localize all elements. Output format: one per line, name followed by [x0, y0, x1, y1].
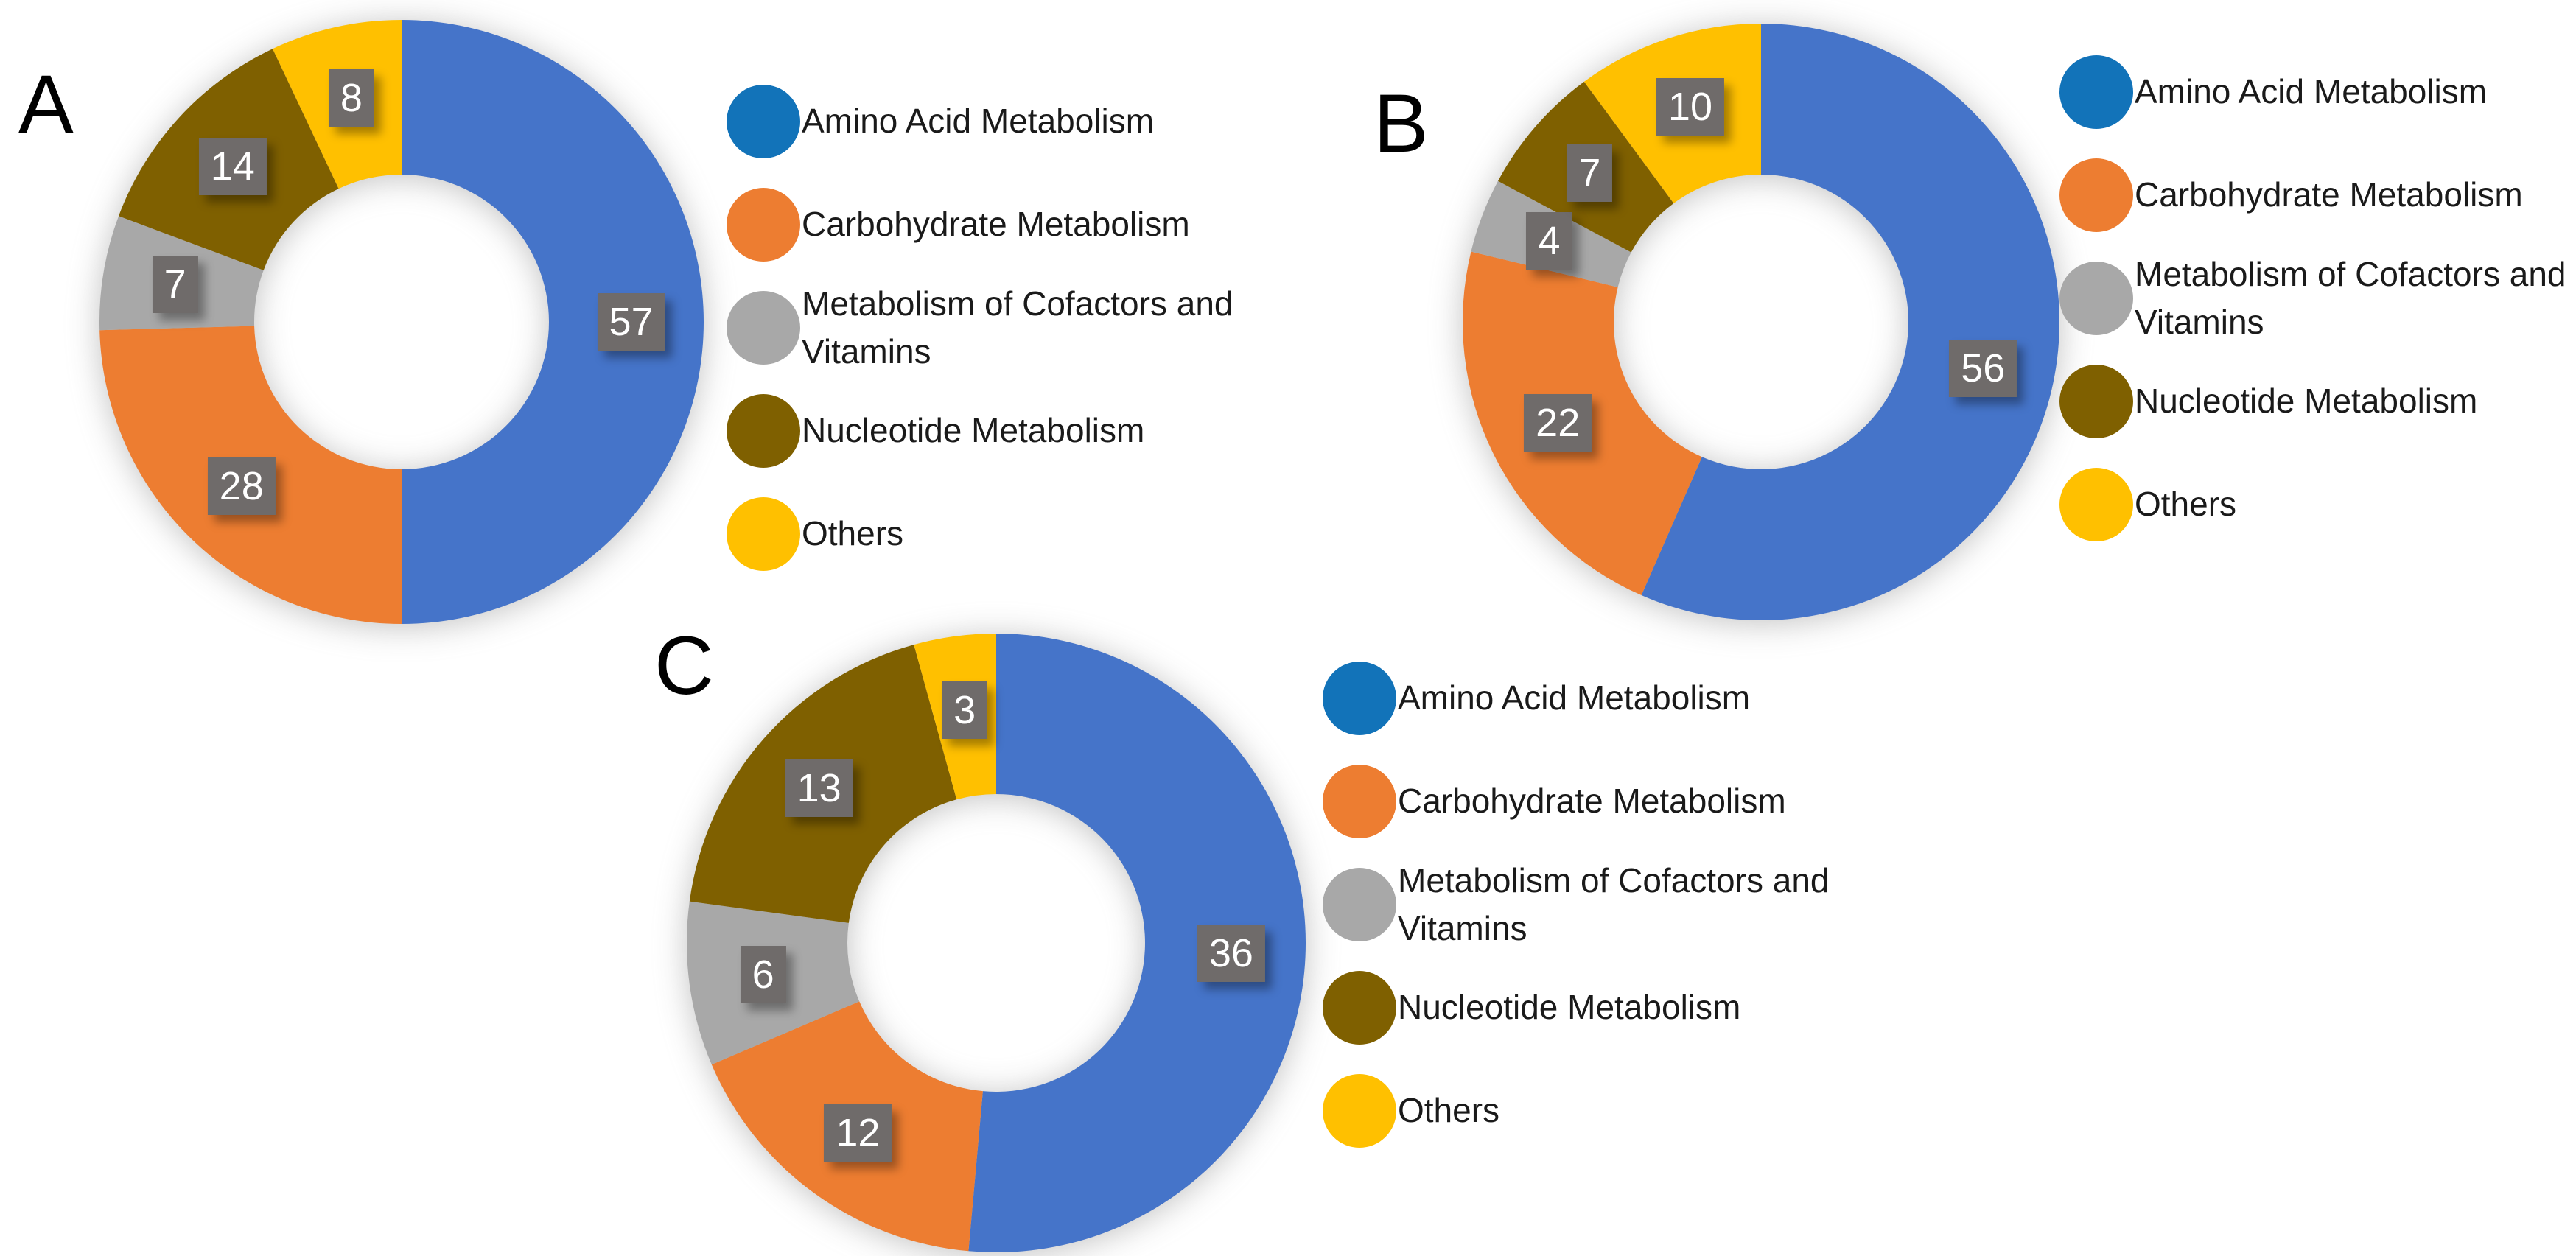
slice-value-label: 22 [1524, 393, 1592, 452]
legend-item: Others [1323, 1059, 1847, 1162]
legend-item-label: Metabolism of Cofactors and Vitamins [802, 284, 1233, 371]
legend-swatch-icon [1323, 1074, 1396, 1148]
legend-swatch-icon [2059, 365, 2133, 438]
legend-item: Nucleotide Metabolism [2059, 350, 2576, 453]
legend-swatch-icon [727, 85, 800, 158]
legend-item-label: Nucleotide Metabolism [802, 411, 1145, 450]
slice-value-label: 6 [740, 945, 786, 1003]
slice-value-label: 36 [1197, 925, 1265, 983]
panel-letter-a: A [18, 58, 74, 150]
legend-swatch-icon [1323, 971, 1396, 1045]
slice-value-label: 56 [1949, 340, 2017, 398]
legend-item-label: Metabolism of Cofactors and Vitamins [2135, 254, 2566, 341]
slice-a-0 [402, 20, 704, 624]
legend-swatch-icon [727, 291, 800, 365]
slice-c-0 [968, 634, 1306, 1252]
slice-value-label: 13 [785, 759, 853, 817]
slice-b-0 [1641, 24, 2060, 620]
slice-value-label: 12 [824, 1104, 892, 1162]
panel-letter-b: B [1373, 77, 1429, 169]
legend-item-label: Others [802, 514, 904, 553]
legend-item-label: Nucleotide Metabolism [2135, 382, 2478, 421]
legend-swatch-icon [1323, 868, 1396, 941]
legend-item: Nucleotide Metabolism [727, 379, 1251, 483]
slice-value-label: 57 [597, 293, 665, 351]
slice-value-label: 10 [1656, 77, 1724, 136]
legend-item-label: Metabolism of Cofactors and Vitamins [1398, 860, 1830, 947]
legend-swatch-icon [1323, 765, 1396, 838]
legend-item-label: Amino Acid Metabolism [802, 102, 1155, 141]
legend-item: Amino Acid Metabolism [2059, 41, 2576, 144]
legend-swatch-icon [2059, 468, 2133, 541]
legend-item: Metabolism of Cofactors and Vitamins [727, 276, 1251, 379]
slice-value-label: 3 [942, 681, 988, 739]
legend-swatch-icon [727, 497, 800, 571]
slice-value-label: 4 [1526, 212, 1572, 270]
legend-item-label: Carbohydrate Metabolism [1398, 782, 1786, 821]
legend-swatch-icon [2059, 158, 2133, 232]
slice-value-label: 7 [1567, 144, 1613, 203]
legend-item-label: Carbohydrate Metabolism [2135, 175, 2523, 214]
legend-item: Others [727, 483, 1251, 586]
legend-swatch-icon [2059, 262, 2133, 335]
slice-value-label: 28 [207, 457, 276, 516]
legend-item: Amino Acid Metabolism [1323, 647, 1847, 750]
legend-item: Carbohydrate Metabolism [727, 173, 1251, 276]
slice-value-label: 14 [198, 137, 267, 195]
slice-value-label: 8 [328, 69, 374, 127]
legend-swatch-icon [727, 394, 800, 468]
legend-item: Carbohydrate Metabolism [2059, 144, 2576, 247]
panel-letter-c: C [654, 620, 714, 712]
legend-item-label: Others [1398, 1091, 1500, 1130]
legend-item: Metabolism of Cofactors and Vitamins [1323, 853, 1847, 956]
legend-item-label: Nucleotide Metabolism [1398, 988, 1741, 1027]
legend-item-label: Amino Acid Metabolism [2135, 72, 2488, 111]
legend-item: Metabolism of Cofactors and Vitamins [2059, 247, 2576, 350]
legend-item: Amino Acid Metabolism [727, 70, 1251, 173]
legend-item-label: Others [2135, 485, 2237, 524]
legend-swatch-icon [2059, 55, 2133, 129]
legend-item: Carbohydrate Metabolism [1323, 750, 1847, 853]
legend-item-label: Carbohydrate Metabolism [802, 205, 1190, 244]
legend-item: Nucleotide Metabolism [1323, 956, 1847, 1059]
slice-value-label: 7 [152, 255, 198, 313]
legend-swatch-icon [727, 188, 800, 262]
legend-swatch-icon [1323, 662, 1396, 735]
legend-item: Others [2059, 453, 2576, 556]
legend-item-label: Amino Acid Metabolism [1398, 678, 1751, 718]
